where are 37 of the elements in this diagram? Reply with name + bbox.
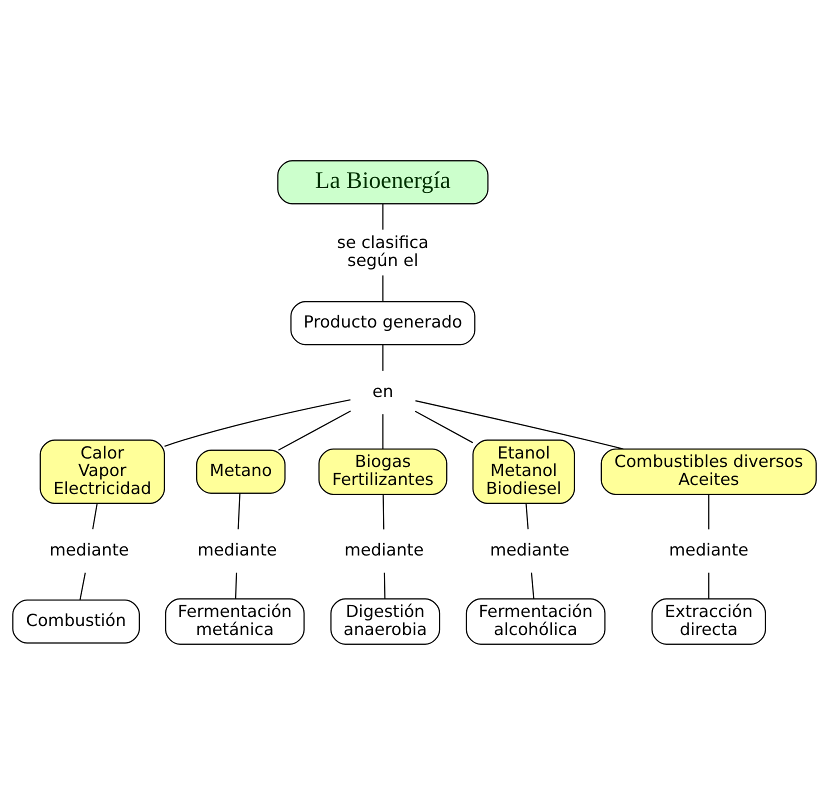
connector [708,572,710,598]
node-text: mediante [490,539,570,560]
connector [382,414,384,448]
connector [530,572,534,598]
node-text: mediante [49,539,129,560]
connector [384,572,386,598]
node-box: Calor Vapor Electricidad [40,439,166,504]
node-text: mediante [198,539,277,560]
node-box: Etanol Metanol Biodiesel [472,439,576,504]
connector [382,344,384,370]
connector [414,410,474,443]
node-text: en [372,380,394,400]
connector [382,203,384,230]
node-text: se clasifica según el [337,232,429,270]
node-box: Fermentación metánica [165,598,305,644]
connector [235,572,238,598]
connector [382,274,384,301]
node-box: La Bioenergía [277,160,489,204]
connector [526,503,529,529]
node-box: Extracción directa [651,598,766,644]
node-box: Biogas Fertilizantes [318,448,448,495]
node-box: Combustión [12,598,140,644]
node-box: Producto generado [290,300,476,345]
node-box: Digestión anaerobia [330,598,440,644]
node-box: Metano [196,449,286,494]
connector [382,494,384,529]
connector [415,400,624,450]
connector [278,410,351,450]
connector [92,503,98,529]
node-box: Fermentación alcohólica [466,598,606,644]
connector [708,494,710,529]
connector [79,572,86,600]
connector [164,398,351,446]
node-text: mediante [669,539,748,560]
connector [238,493,240,529]
node-text: mediante [344,539,424,560]
node-box: Combustibles diversos Aceites [600,448,817,495]
